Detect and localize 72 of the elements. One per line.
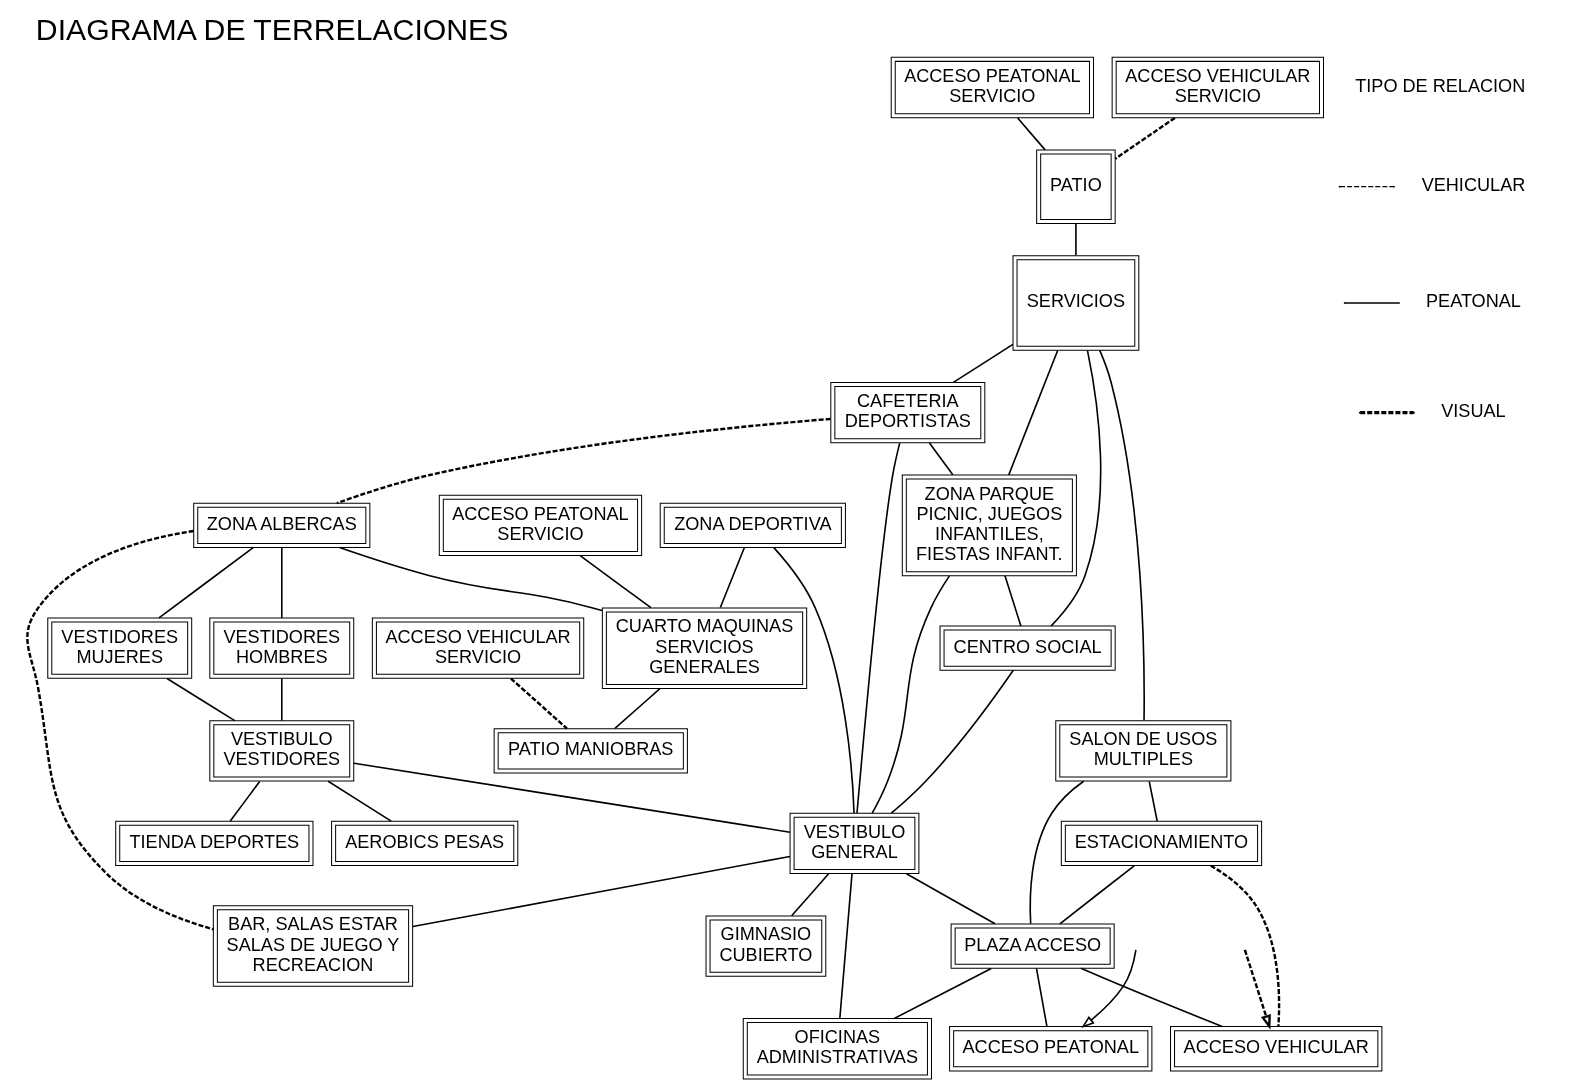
connector [228, 780, 260, 822]
connector [509, 677, 568, 730]
connector [928, 442, 954, 476]
node-box: PATIO MANIOBRAS [493, 728, 688, 774]
connector [1007, 349, 1058, 476]
connector [411, 855, 791, 928]
node-box: TIENDA DEPORTES [114, 820, 313, 867]
connector [838, 873, 853, 1020]
connector [165, 677, 235, 722]
connector [338, 546, 603, 612]
connector [1003, 575, 1022, 627]
node-box: ACCESO VEHICULAR SERVICIO [1111, 56, 1324, 119]
connector [280, 546, 283, 619]
node-box: ACCESO VEHICULAR SERVICIO [371, 617, 584, 679]
node-box: ESTACIONAMIENTO [1060, 820, 1262, 867]
connector [352, 762, 791, 833]
legend-label: PEATONAL [1425, 291, 1521, 312]
connector [772, 546, 855, 814]
connector [855, 442, 900, 814]
node-box: CENTRO SOCIAL [939, 625, 1116, 671]
connector [1058, 864, 1135, 925]
connector [326, 780, 392, 822]
legend-label: VEHICULAR [1421, 175, 1525, 196]
node-box: ZONA ALBERCAS [192, 502, 370, 548]
node-box: VESTIDORES HOMBRES [208, 617, 354, 679]
node-box: OFICINAS ADMINISTRATIVAS [742, 1018, 932, 1080]
connector [1098, 349, 1145, 721]
node-box: VESTIBULO GENERAL [789, 812, 919, 875]
connector [578, 554, 652, 609]
connector [613, 687, 661, 730]
connector [1147, 780, 1158, 822]
connector [280, 677, 283, 722]
label: TIPO DE RELACION [1354, 75, 1525, 96]
connector [905, 873, 996, 925]
connector [157, 546, 254, 619]
node-box: BAR, SALAS ESTAR SALAS DE JUEGO Y RECREACION [212, 905, 413, 987]
connector [1028, 780, 1084, 925]
node-box: ZONA PARQUE PICNIC, JUEGOS INFANTILES, FIESTAS INFANT. [901, 474, 1077, 577]
diagram-title: DIAGRAMA DE TERRELACIONES [35, 13, 508, 47]
connector [1209, 864, 1280, 1027]
node-box: GIMNASIO CUBIERTO [705, 915, 826, 977]
node-box: PLAZA ACCESO [950, 923, 1115, 969]
connector [25, 529, 214, 931]
connector [1049, 349, 1101, 627]
legend-label: VISUAL [1440, 401, 1506, 422]
node-box: VESTIBULO VESTIDORES [208, 720, 354, 782]
connector [790, 873, 829, 917]
node-box: PATIO [1035, 149, 1116, 224]
node-box: CAFETERIA DEPORTISTAS [829, 381, 985, 444]
node-box: ZONA DEPORTIVA [659, 502, 846, 548]
connector [336, 417, 831, 505]
node-box: ACCESO VEHICULAR [1169, 1026, 1382, 1072]
node-box: AEROBICS PESAS [330, 820, 518, 867]
node-box: SALON DE USOS MULTIPLES [1054, 720, 1231, 782]
node-box: SERVICIOS [1012, 255, 1139, 351]
connector [870, 575, 950, 814]
connector [952, 343, 1014, 384]
node-box: CUARTO MAQUINAS SERVICIOS GENERALES [601, 607, 807, 689]
connector [719, 546, 745, 609]
arrow [1080, 949, 1137, 1028]
node-box: ACCESO PEATONAL SERVICIO [438, 494, 642, 557]
connector [1035, 967, 1048, 1028]
connector [1074, 222, 1077, 257]
connector [1079, 967, 1223, 1028]
connector [890, 669, 1014, 814]
node-box: ACCESO PEATONAL SERVICIO [890, 56, 1094, 119]
connector [892, 967, 992, 1020]
node-box: VESTIDORES MUJERES [46, 617, 192, 679]
connector [1114, 116, 1176, 160]
connector [1016, 117, 1046, 151]
node-box: ACCESO PEATONAL [948, 1026, 1152, 1072]
arrow [1243, 949, 1271, 1030]
